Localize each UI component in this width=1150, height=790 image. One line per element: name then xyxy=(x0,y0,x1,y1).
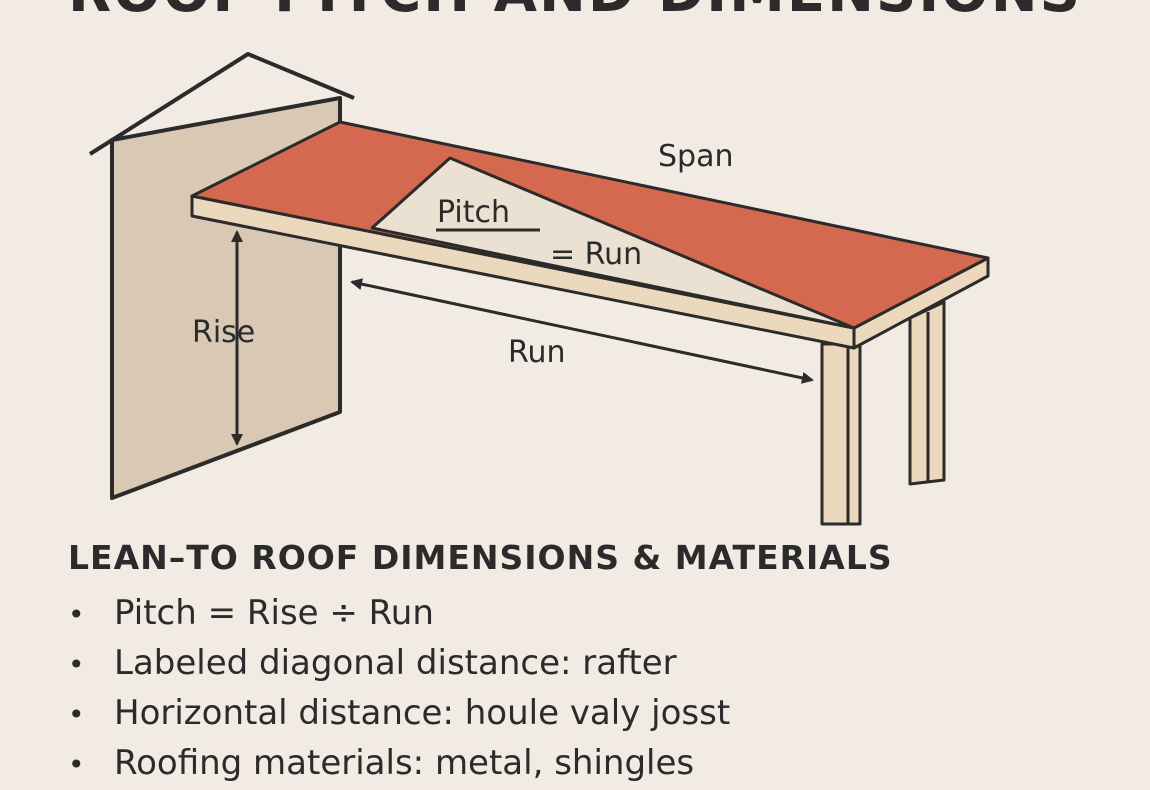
rise-label: Rise xyxy=(192,315,255,350)
bullet-icon: • xyxy=(68,698,85,731)
section-heading: LEAN–TO ROOF DIMENSIONS & MATERIALS xyxy=(68,538,893,577)
front-post xyxy=(820,342,862,526)
run-label: Run xyxy=(508,335,566,370)
materials-list: • Pitch = Rise ÷ Run • Labeled diagonal di… xyxy=(68,588,730,788)
list-item-text: Horizontal distance: houle valy josst xyxy=(114,693,731,733)
list-item: • Horizontal distance: houle valy josst xyxy=(68,688,730,738)
span-label: Span xyxy=(658,139,733,174)
lean-to-roof-diagram: Span Pitch = Run Rise Run xyxy=(88,52,990,526)
list-item-text: Pitch = Rise ÷ Run xyxy=(114,593,434,633)
list-item-text: Labeled diagonal distance: rafter xyxy=(114,643,677,683)
pitch-label: Pitch xyxy=(437,195,510,230)
list-item: • Pitch = Rise ÷ Run xyxy=(68,588,730,638)
bullet-icon: • xyxy=(68,598,85,631)
list-item-text: Roofing materials: metal, shingles xyxy=(114,743,695,783)
equals-run-label: = Run xyxy=(550,237,642,272)
house-gable-roof xyxy=(88,52,355,156)
run-arrow xyxy=(350,278,814,384)
page-title: ROOF PITCH AND DIMENSIONS xyxy=(0,0,1150,25)
list-item: • Roofing materials: metal, shingles xyxy=(68,738,730,788)
bullet-icon: • xyxy=(68,748,85,781)
list-item: • Labeled diagonal distance: rafter xyxy=(68,638,730,688)
bullet-icon: • xyxy=(68,648,85,681)
